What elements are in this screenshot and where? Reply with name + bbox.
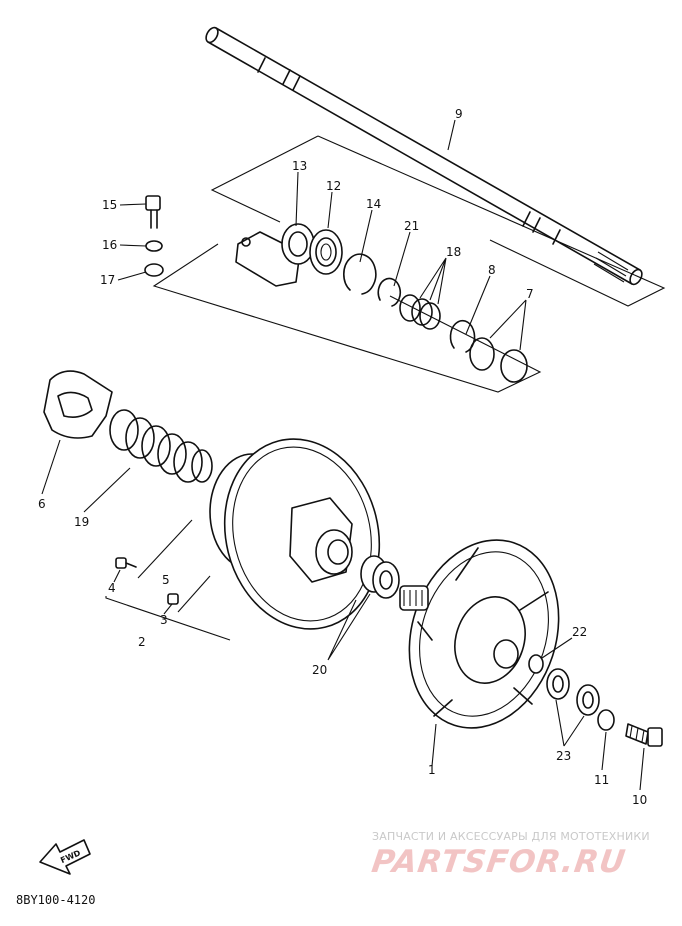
callout-17: 17 <box>100 273 115 287</box>
nut-part-3 <box>167 593 179 605</box>
leader-3-group <box>177 575 211 613</box>
callout-11: 11 <box>594 773 609 787</box>
cam-part-6 <box>43 370 113 439</box>
callout-4: 4 <box>108 581 116 595</box>
callout-14: 14 <box>366 197 381 211</box>
callout-20: 20 <box>312 663 327 677</box>
watermark-logo: PARTSFOR.RU <box>369 844 629 880</box>
callout-7: 7 <box>526 287 534 301</box>
bearing-housing-part-13 <box>235 223 315 287</box>
callout-6: 6 <box>38 497 46 511</box>
ring-part-21 <box>377 277 402 307</box>
callout-1: 1 <box>428 763 436 777</box>
circlip-part-14 <box>343 253 377 295</box>
washers-part-23 <box>546 668 600 716</box>
leader-5-upper <box>137 519 193 579</box>
diagram-code: 8BY100-4120 <box>16 893 96 907</box>
callout-10: 10 <box>632 793 647 807</box>
callout-12: 12 <box>326 179 341 193</box>
callout-labels: 1 2 3 4 5 6 7 8 9 10 11 12 13 14 15 16 1… <box>38 107 647 807</box>
screw-part-4 <box>115 557 137 569</box>
callout-21: 21 <box>404 219 419 233</box>
callout-9: 9 <box>455 107 463 121</box>
leader-lines <box>41 119 645 791</box>
callout-15: 15 <box>102 198 117 212</box>
lower-group-frame <box>152 243 542 393</box>
fixed-sheave-part-1 <box>399 539 560 729</box>
upper-frame <box>317 135 666 307</box>
rings-part-7 <box>469 337 528 383</box>
collar-part-22 <box>528 654 544 674</box>
spring-part-19 <box>109 409 213 483</box>
callout-5: 5 <box>162 573 170 587</box>
callout-13: 13 <box>292 159 307 173</box>
callout-23: 23 <box>556 749 571 763</box>
washer-part-16 <box>145 240 163 252</box>
shaft-part-9 <box>205 26 643 286</box>
callout-22: 22 <box>572 625 587 639</box>
washer-part-11 <box>597 709 615 731</box>
callout-8: 8 <box>488 263 496 277</box>
callout-2: 2 <box>138 635 146 649</box>
upper-frame-left <box>210 135 319 223</box>
washer-part-17 <box>144 263 164 277</box>
callout-3: 3 <box>160 613 168 627</box>
watermark-tagline: ЗАПЧАСТИ И АКСЕССУАРЫ ДЛЯ МОТОТЕХНИКИ <box>372 830 650 843</box>
spacers-part-20 <box>360 555 400 599</box>
sliding-sheave-part-2 <box>209 438 381 630</box>
bolt-part-15 <box>145 195 161 229</box>
washers-part-18 <box>399 294 441 330</box>
fwd-arrow-icon: FWD <box>39 839 91 875</box>
bearing-part-12 <box>309 229 343 275</box>
bracket-2 <box>105 596 231 641</box>
bolt-part-10 <box>625 723 663 747</box>
callout-18: 18 <box>446 245 461 259</box>
callout-16: 16 <box>102 238 117 252</box>
callout-19: 19 <box>74 515 89 529</box>
